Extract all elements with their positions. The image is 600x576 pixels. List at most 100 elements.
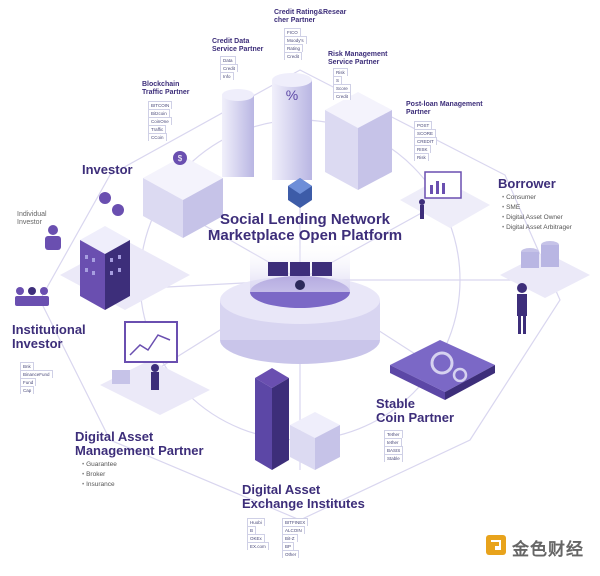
investor-building-illustration: [60, 192, 190, 310]
list-item: Digital Asset Arbitrager: [502, 223, 572, 233]
risk-management-line2: Service Partner: [328, 59, 380, 67]
logo: S: [333, 76, 343, 84]
platform-title: Social Lending Network Marketplace Open …: [200, 212, 410, 244]
post-loan-illustration: [400, 171, 490, 228]
credit-data-line2: Service Partner: [212, 46, 264, 54]
risk-management-line1: Risk Management: [328, 51, 388, 58]
post-loan-line1: Post-loan Management: [406, 101, 483, 108]
institutional-investor-illustration: [15, 287, 49, 306]
list-item: Digital Asset Owner: [502, 213, 572, 223]
logo: OKEx: [247, 534, 265, 542]
institutional-investor-line1: Institutional: [12, 322, 86, 337]
asset-management-illustration: [100, 321, 210, 415]
logo: BITFINEX: [282, 518, 309, 526]
credit-rating-line2: cher Partner: [274, 17, 316, 25]
logo: RISK: [414, 145, 431, 153]
asset-management-line1: Digital Asset: [75, 429, 154, 444]
list-item: Insurance: [82, 480, 117, 490]
post-loan-logos: POST SCORE CREDIT RISK Risk: [414, 121, 437, 161]
logo: tether: [384, 438, 402, 446]
platform-title-line2: Marketplace Open Platform: [207, 226, 403, 244]
logo: Rating: [284, 44, 304, 52]
risk-management-logos: Risk S Score Credit: [333, 68, 352, 100]
risk-management-illustration: [325, 92, 392, 190]
credit-rating-line1: Credit Rating&Resear: [274, 9, 347, 16]
post-loan-heading: Post-loan Management Partner: [406, 101, 483, 117]
platform-title-line1: Social Lending Network: [219, 211, 391, 228]
logo: FICO: [284, 28, 301, 36]
blockchain-traffic-heading: Blockchain Traffic Partner: [142, 81, 189, 97]
individual-investor-label: Individual Investor: [17, 211, 47, 228]
logo: BinanceFund: [20, 370, 53, 378]
logo: EX.com: [247, 542, 269, 550]
stable-coin-heading: Stable Coin Partner: [376, 397, 454, 424]
borrower-heading: Borrower: [498, 176, 556, 191]
investor-heading: Investor: [82, 162, 133, 177]
platform-illustration: [220, 178, 380, 364]
list-item: Consumer: [502, 193, 572, 203]
logo: SCORE: [414, 129, 437, 137]
borrower-list: Consumer SME Digital Asset Owner Digital…: [502, 193, 572, 233]
institutional-investor-logos: Bnk BinanceFund Fund Cap: [20, 362, 53, 394]
logo: CCoin: [148, 133, 167, 141]
svg-text:$: $: [178, 154, 183, 163]
institutional-investor-line2: Investor: [12, 335, 63, 351]
logo: BITCOIN: [148, 101, 173, 109]
credit-rating-logos: FICO Moody's Rating Credit: [284, 28, 307, 60]
svg-text:%: %: [286, 87, 298, 103]
risk-management-heading: Risk Management Service Partner: [328, 51, 388, 67]
logo: ALCOIN: [282, 526, 305, 534]
asset-management-list: Guarantee Broker Insurance: [82, 460, 117, 490]
logo: Info: [220, 72, 234, 80]
logo: Credit: [220, 64, 239, 72]
credit-rating-heading: Credit Rating&Resear cher Partner: [274, 9, 346, 25]
asset-management-line2: Management Partner: [75, 442, 204, 458]
credit-data-illustration: %: [222, 73, 312, 180]
logo: BP: [282, 542, 295, 550]
stable-coin-logos: Tether tether BASIS Stable: [384, 430, 404, 462]
post-loan-line2: Partner: [406, 109, 431, 117]
asset-management-heading: Digital Asset Management Partner: [75, 430, 204, 457]
blockchain-traffic-line2: Traffic Partner: [142, 89, 190, 97]
exchange-line2: Exchange Institutes: [242, 495, 365, 511]
exchange-line1: Digital Asset: [242, 482, 321, 497]
exchange-heading: Digital Asset Exchange Institutes: [242, 483, 365, 510]
watermark-text: 金色财经: [512, 540, 584, 559]
logo: Score: [333, 84, 351, 92]
credit-data-line1: Credit Data: [212, 38, 250, 45]
individual-investor-illustration: [45, 225, 61, 250]
logo: Tether: [384, 430, 403, 438]
logo: Risk: [414, 153, 429, 161]
logo: Risk: [333, 68, 348, 76]
logo: Data: [220, 56, 236, 64]
logo: Bit-Z: [282, 534, 298, 542]
logo: Bnk: [20, 362, 34, 370]
individual-investor-line1: Individual: [17, 211, 47, 218]
logo: B: [247, 526, 257, 534]
logo: CREDIT: [414, 137, 437, 145]
logo: Moody's: [284, 36, 307, 44]
logo: Huobi: [247, 518, 265, 526]
logo: Cap: [20, 386, 35, 394]
logo: Stable: [384, 454, 403, 462]
credit-data-logos: Data Credit Info: [220, 56, 239, 80]
list-item: Broker: [82, 470, 117, 480]
logo: CoinOne: [148, 117, 172, 125]
stable-coin-illustration: [390, 340, 495, 400]
blockchain-traffic-line1: Blockchain: [142, 81, 180, 88]
logo: POST: [414, 121, 433, 129]
individual-investor-line2: Investor: [17, 219, 42, 227]
logo: Bitzcoin: [148, 109, 170, 117]
borrower-illustration: [500, 241, 590, 334]
list-item: SME: [502, 203, 572, 213]
logo: Credit: [333, 92, 352, 100]
logo: Other: [282, 550, 300, 558]
exchange-logos-right: BITFINEX ALCOIN Bit-Z BP Other: [282, 518, 309, 558]
stable-coin-line2: Coin Partner: [376, 409, 455, 425]
institutional-investor-heading: Institutional Investor: [12, 323, 86, 350]
logo: BASIS: [384, 446, 404, 454]
logo: Credit: [284, 52, 303, 60]
list-item: Guarantee: [82, 460, 117, 470]
stable-coin-line1: Stable: [376, 396, 416, 411]
